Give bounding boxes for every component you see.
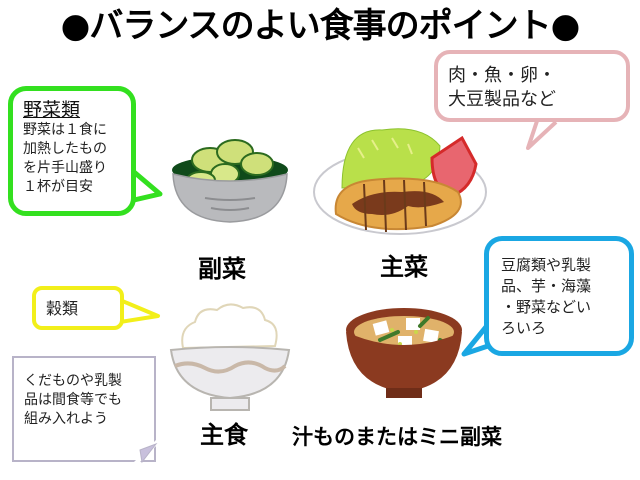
staple-label: 主食	[200, 421, 248, 449]
green-bubble-tail	[132, 170, 163, 203]
vegetables-line: １杯が目安	[23, 179, 93, 195]
side-dish-label: 副菜	[198, 255, 246, 283]
yellow-bubble-tail	[119, 298, 160, 324]
protein-line: 肉・魚・卵・	[448, 65, 556, 86]
protein-line: 大豆製品など	[448, 89, 556, 110]
soup-label: 汁ものまたはミニ副菜	[292, 425, 502, 449]
rice-bowl-icon	[169, 303, 291, 411]
soup-bubble: 豆腐類や乳製 品、芋・海藻 ・野菜などい ろいろ	[484, 236, 634, 356]
pink-bubble-tail	[526, 117, 558, 150]
vegetable-bowl-icon	[172, 139, 288, 223]
protein-bubble: 肉・魚・卵・ 大豆製品など	[434, 50, 630, 122]
vegetables-line: を片手山盛り	[23, 160, 107, 176]
snack-line: 組み入れよう	[24, 411, 108, 427]
pork-cutlet-plate-icon	[313, 128, 487, 235]
soup-line: ろいろ	[501, 319, 547, 337]
main-dish-label: 主菜	[380, 253, 428, 281]
vegetables-bubble: 野菜類 野菜は１食に 加熱したもの を片手山盛り １杯が目安	[8, 86, 136, 216]
blue-bubble-tail	[461, 320, 492, 357]
vegetables-line: 加熱したもの	[23, 141, 107, 157]
snack-line: くだものや乳製	[24, 373, 122, 389]
snack-line: 品は間食等でも	[24, 392, 122, 408]
vegetables-heading: 野菜類	[23, 99, 81, 121]
vegetables-line: 野菜は１食に	[23, 122, 107, 138]
page-title: ●バランスのよい食事のポイント●	[60, 6, 581, 46]
soup-line: ・野菜などい	[501, 298, 592, 316]
soup-line: 品、芋・海藻	[501, 277, 592, 295]
page-curl-icon	[134, 440, 158, 464]
grains-bubble: 穀類	[32, 286, 124, 330]
miso-soup-icon	[346, 308, 462, 398]
snack-note: くだものや乳製 品は間食等でも 組み入れよう	[12, 356, 156, 462]
grains-label: 穀類	[46, 299, 79, 318]
soup-line: 豆腐類や乳製	[501, 256, 592, 274]
